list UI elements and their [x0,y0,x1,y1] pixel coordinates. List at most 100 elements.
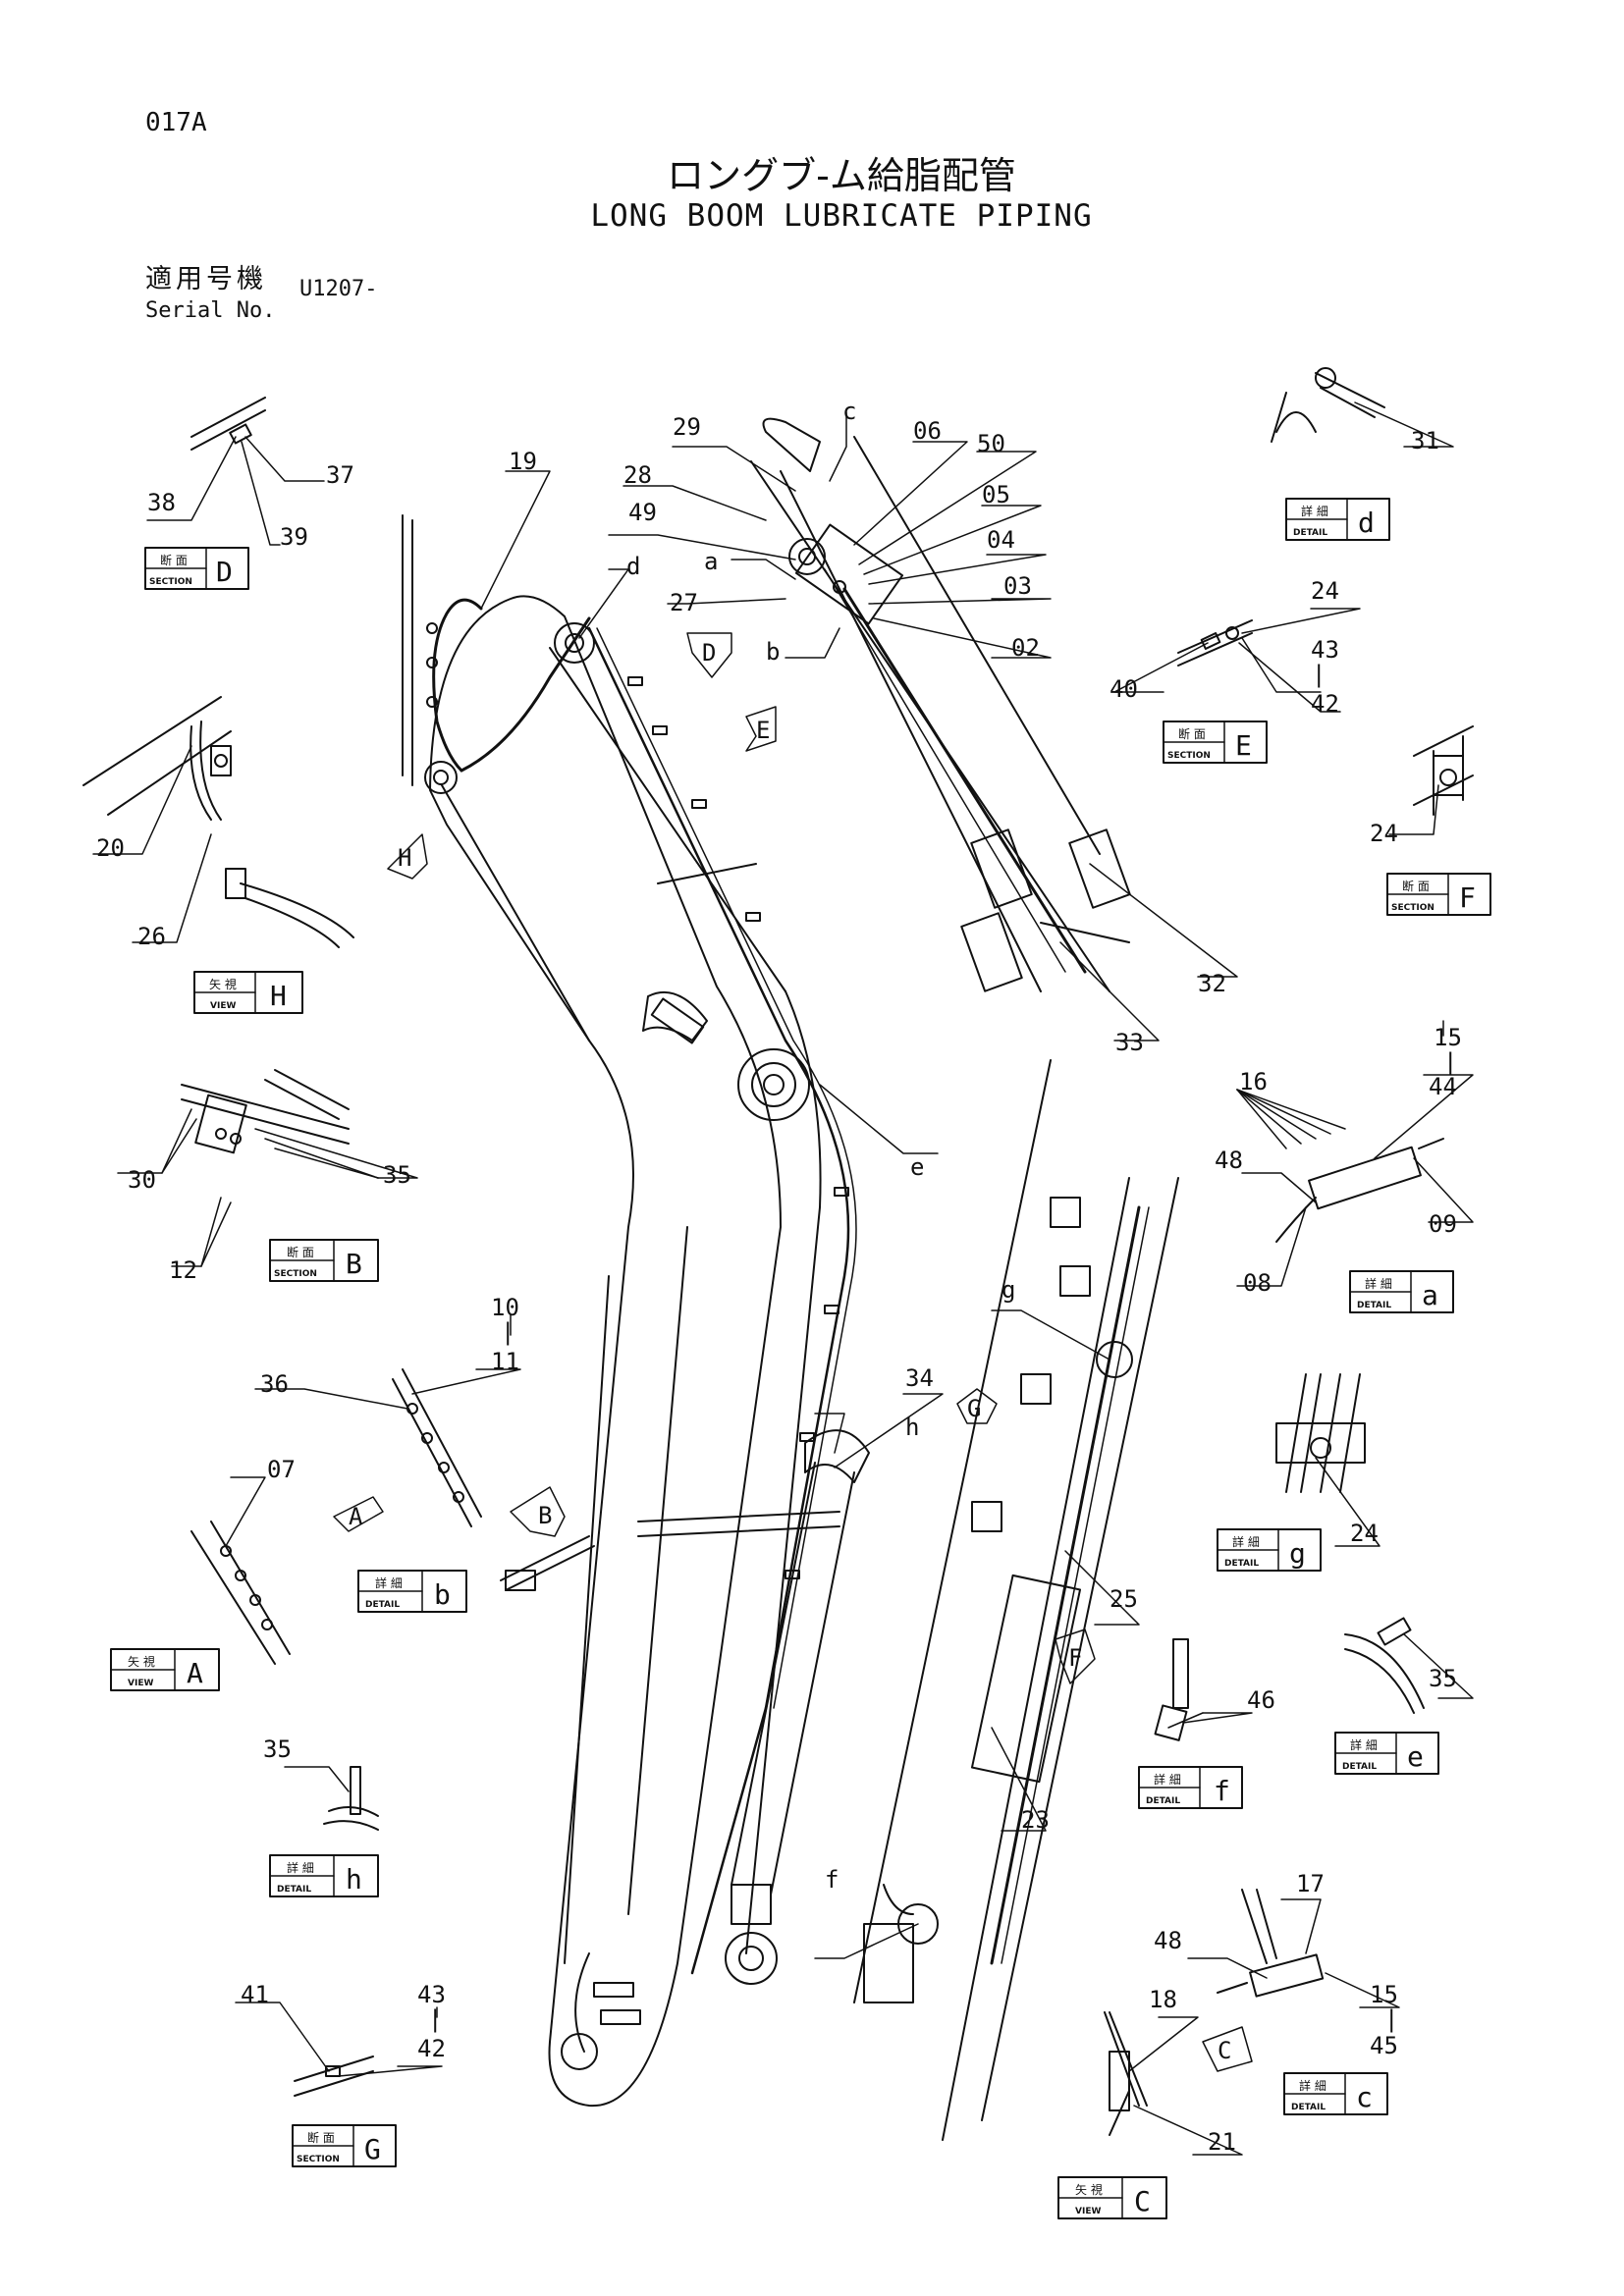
svg-text:SECTION: SECTION [274,1269,317,1279]
callout-17: 17 [1296,1870,1325,1897]
detail-letters: c d a b e g h f [626,398,1015,1894]
callout-03: 03 [1003,572,1032,600]
svg-text:詳 細: 詳 細 [1350,1737,1378,1752]
label-box-section-g: 断 面 SECTION G [292,2124,397,2167]
letter-e: e [910,1153,924,1181]
svg-text:DETAIL: DETAIL [1342,1762,1377,1772]
upper-boom-inset [750,417,1131,992]
view-a-sketch [190,1521,291,1665]
view-arrow-h: H [387,833,428,880]
svg-text:詳 細: 詳 細 [1299,2078,1326,2093]
callout-24-g: 24 [1350,1520,1379,1547]
svg-text:詳 細: 詳 細 [1365,1276,1392,1291]
callout-08: 08 [1243,1269,1272,1297]
svg-text:詳 細: 詳 細 [375,1575,403,1590]
detail-g-sketch [1275,1373,1366,1493]
svg-text:詳 細: 詳 細 [287,1860,314,1875]
label-box-detail-f: 詳 細 DETAIL f [1138,1766,1243,1809]
callout-42-e: 42 [1311,690,1339,718]
svg-text:G: G [967,1395,981,1422]
detail-f-sketch [1154,1638,1189,1741]
callout-39: 39 [280,523,308,551]
callout-35-h: 35 [263,1735,292,1763]
callout-21: 21 [1208,2128,1236,2156]
svg-text:H: H [270,980,287,1012]
callout-19: 19 [509,448,537,475]
callout-11: 11 [491,1348,519,1375]
callout-numbers: 38 37 39 19 29 28 49 27 06 50 05 04 03 0… [96,413,1462,2156]
svg-text:DETAIL: DETAIL [277,1885,311,1895]
callout-30: 30 [128,1166,156,1194]
svg-text:詳 細: 詳 細 [1301,504,1328,518]
label-box-detail-e: 詳 細 DETAIL e [1334,1732,1439,1775]
label-box-view-h: 矢 視 VIEW H [193,971,303,1014]
callout-42-g: 42 [417,2035,446,2062]
serial-number-value: U1207- [299,277,378,301]
letter-a: a [704,548,718,575]
leader-lines [92,401,1474,2156]
callout-04: 04 [987,526,1015,554]
label-box-view-a: 矢 視 VIEW A [110,1648,220,1691]
main-boom [424,595,870,2108]
view-arrow-c: C [1202,2026,1253,2072]
svg-text:DETAIL: DETAIL [1293,528,1327,538]
section-d-sketch [190,397,266,451]
label-box-section-d: 断 面 SECTION D [144,547,249,590]
svg-text:a: a [1422,1279,1438,1311]
callout-24-e: 24 [1311,577,1339,605]
callout-48-a: 48 [1215,1147,1243,1174]
callout-49: 49 [628,499,657,526]
section-g-sketch [294,2056,374,2097]
callout-02: 02 [1011,634,1040,662]
svg-text:F: F [1068,1644,1082,1672]
svg-text:h: h [346,1863,362,1896]
callout-41: 41 [241,1981,269,2008]
label-box-section-b: 断 面 SECTION B [269,1239,379,1282]
svg-text:F: F [1459,881,1476,914]
view-arrow-e: E [745,706,777,752]
svg-text:DETAIL: DETAIL [365,1600,400,1610]
callout-09: 09 [1429,1210,1457,1238]
callout-46: 46 [1247,1686,1275,1714]
svg-text:断 面: 断 面 [287,1245,314,1259]
callout-18: 18 [1149,1986,1177,2013]
svg-text:G: G [364,2133,381,2165]
svg-text:d: d [1358,507,1375,539]
callout-15-44-dash: | [1443,1048,1457,1076]
svg-text:詳 細: 詳 細 [1154,1772,1181,1787]
callout-45: 45 [1370,2032,1398,2059]
label-box-detail-b: 詳 細 DETAIL b [357,1570,467,1613]
detail-h-sketch [323,1766,379,1831]
svg-text:e: e [1407,1740,1424,1773]
svg-text:DETAIL: DETAIL [1146,1796,1180,1806]
callout-15-45-dash: | [1384,2005,1398,2033]
callout-33: 33 [1115,1029,1144,1056]
title-english: LONG BOOM LUBRICATE PIPING [590,198,1093,234]
callout-20: 20 [96,834,125,862]
svg-text:断 面: 断 面 [1178,726,1206,741]
label-box-detail-a: 詳 細 DETAIL a [1349,1270,1454,1313]
label-box-detail-g: 詳 細 DETAIL g [1217,1528,1322,1572]
svg-text:VIEW: VIEW [210,1001,236,1011]
section-f-sketch [1413,725,1474,816]
svg-text:D: D [216,556,233,588]
callout-34: 34 [905,1364,934,1392]
svg-text:VIEW: VIEW [128,1679,153,1688]
svg-text:B: B [346,1248,362,1280]
view-arrow-f: F [1055,1629,1096,1684]
svg-text:b: b [434,1578,451,1611]
view-arrows: D E H G A B F [333,632,1253,2072]
callout-43-e: 43 [1311,636,1339,664]
detail-e-sketch [1344,1617,1425,1714]
callout-15-a: 15 [1434,1024,1462,1051]
label-box-detail-c: 詳 細 DETAIL c [1283,2072,1388,2115]
label-box-section-f: 断 面 SECTION F [1386,873,1491,916]
title-japanese: ロングブ-ム給脂配管 [667,154,1016,197]
callout-16: 16 [1239,1068,1268,1095]
svg-text:SECTION: SECTION [1167,751,1211,761]
callout-24-f: 24 [1370,820,1398,847]
svg-text:矢 視: 矢 視 [128,1654,155,1669]
callout-43-g: 43 [417,1981,446,2008]
callout-10: 10 [491,1294,519,1321]
